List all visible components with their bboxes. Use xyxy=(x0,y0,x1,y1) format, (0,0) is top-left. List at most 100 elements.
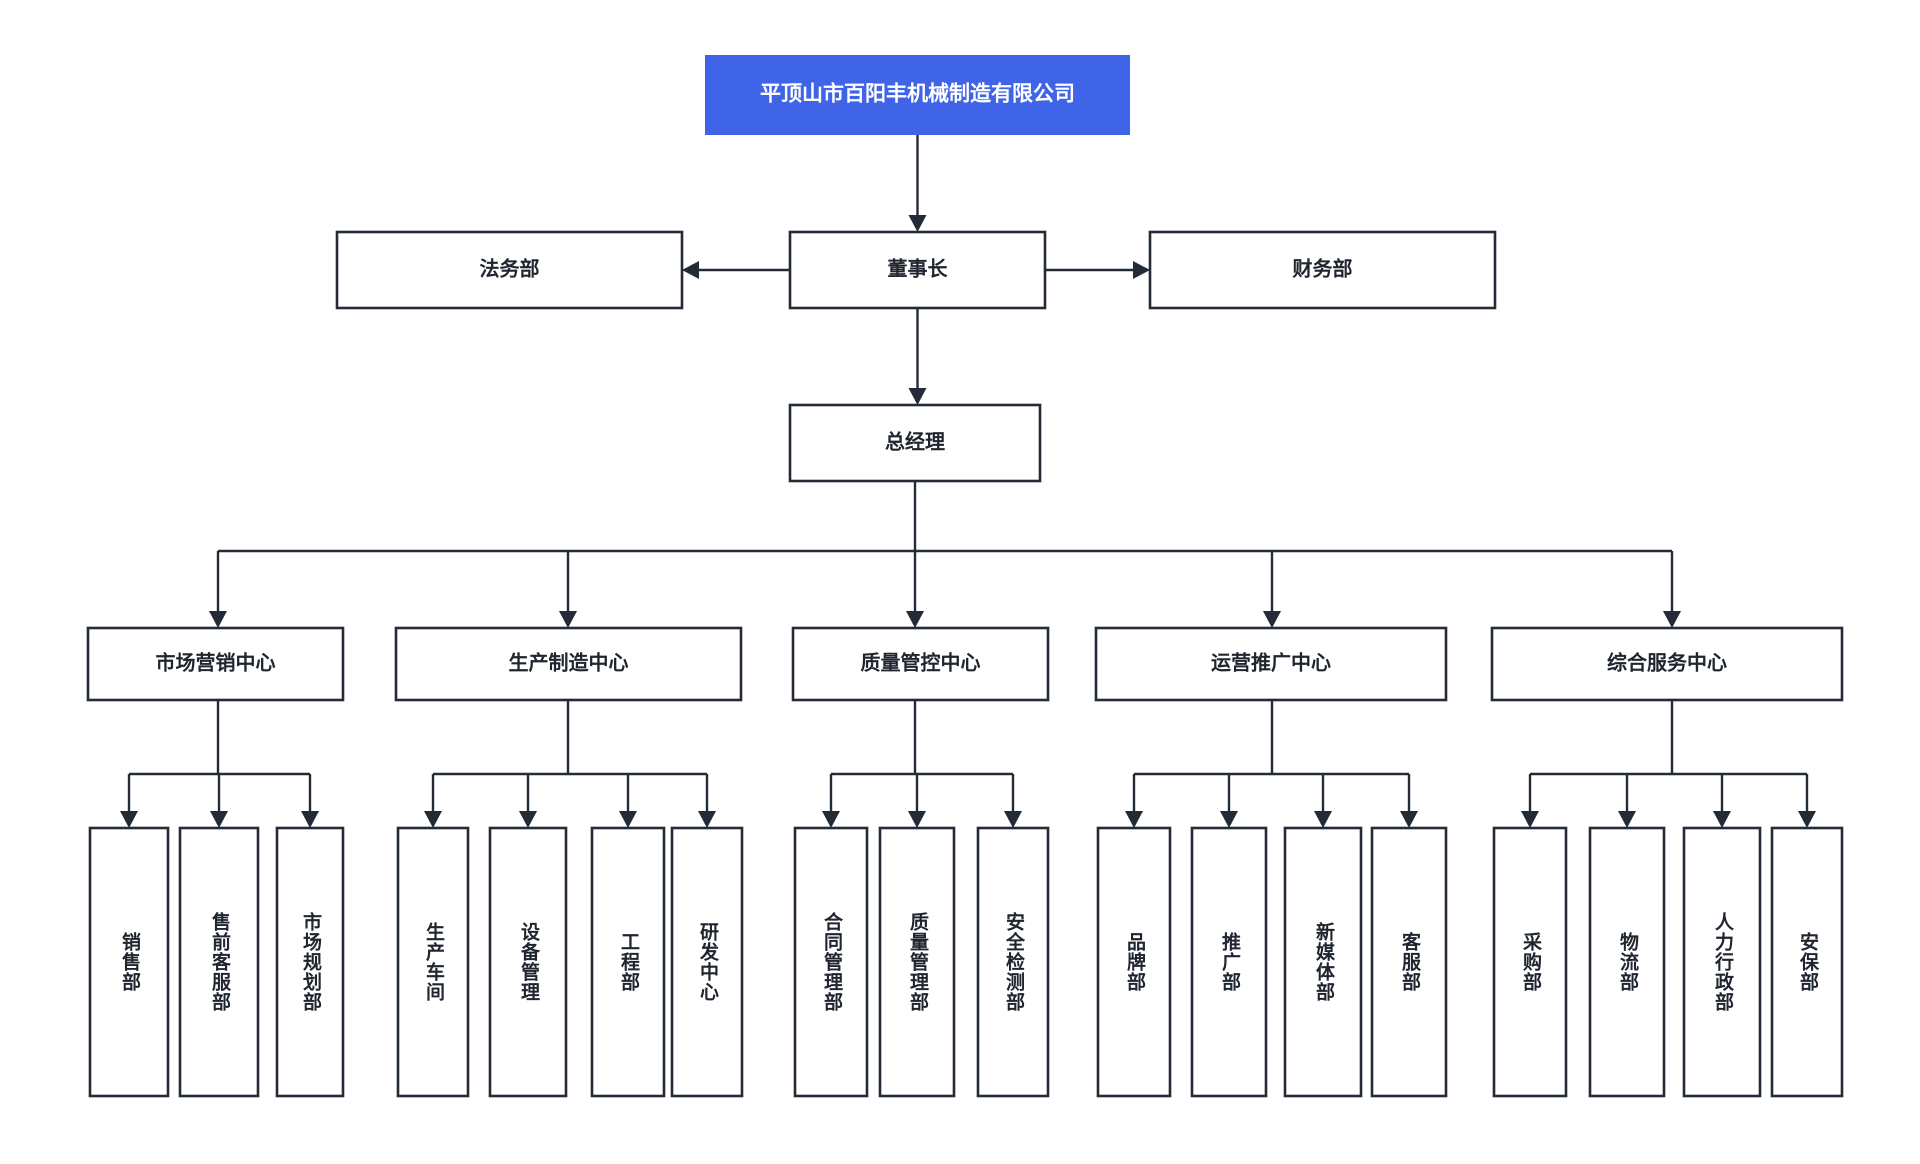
arrowhead-subbus-to-leaf-3-3 xyxy=(1400,811,1418,828)
arrowhead-subbus-to-leaf-4-3 xyxy=(1798,811,1816,828)
node-department-4-1-label: 物流部 xyxy=(1617,931,1639,992)
node-department-2-0-label: 合同管理部 xyxy=(821,911,843,1012)
node-center-0-label: 市场营销中心 xyxy=(156,650,276,674)
node-center-1-label: 生产制造中心 xyxy=(509,650,629,674)
node-department-1-1-rect[interactable] xyxy=(488,826,568,1098)
node-department-0-1-rect[interactable] xyxy=(178,826,260,1098)
node-department-1-0[interactable]: 生产车间 xyxy=(396,826,470,1098)
arrowhead-subbus-to-leaf-1-2 xyxy=(619,811,637,828)
node-department-1-2-label: 工程部 xyxy=(618,932,640,992)
node-department-0-0[interactable]: 销售部 xyxy=(88,826,170,1098)
node-chairman-label: 董事长 xyxy=(888,256,949,280)
arrowhead-subbus-to-leaf-2-0 xyxy=(822,811,840,828)
node-department-2-0-rect[interactable] xyxy=(793,826,869,1098)
arrowhead-subbus-to-leaf-4-1 xyxy=(1618,811,1636,828)
node-department-3-3[interactable]: 客服部 xyxy=(1370,826,1448,1098)
node-department-4-1-rect[interactable] xyxy=(1588,826,1666,1098)
arrowhead-subbus-to-leaf-4-2 xyxy=(1713,811,1731,828)
node-finance-department-label: 财务部 xyxy=(1293,256,1353,280)
node-department-2-2-rect[interactable] xyxy=(976,826,1050,1098)
node-department-3-3-rect[interactable] xyxy=(1370,826,1448,1098)
arrowhead-subbus-to-leaf-0-0 xyxy=(120,811,138,828)
node-department-0-1-label: 售前客服部 xyxy=(209,911,232,1012)
node-department-2-1-rect[interactable] xyxy=(878,826,956,1098)
node-department-4-2[interactable]: 人力行政部 xyxy=(1682,826,1762,1098)
node-department-4-0-rect[interactable] xyxy=(1492,826,1568,1098)
node-department-0-0-rect[interactable] xyxy=(88,826,170,1098)
node-general-manager-label: 总经理 xyxy=(885,429,945,453)
node-department-0-0-label: 销售部 xyxy=(119,931,142,992)
node-center-0[interactable]: 市场营销中心 xyxy=(86,626,345,702)
arrowhead-subbus-to-leaf-0-1 xyxy=(210,811,228,828)
node-root-company-rect[interactable] xyxy=(705,55,1130,135)
arrowhead-chairman-to-gm xyxy=(908,388,927,405)
arrowhead-subbus-to-leaf-2-1 xyxy=(908,811,926,828)
node-general-manager[interactable]: 总经理 xyxy=(788,403,1042,483)
node-department-4-0-label: 采购部 xyxy=(1520,932,1542,992)
arrowhead-subbus-to-leaf-0-2 xyxy=(301,811,319,828)
node-center-1-rect[interactable] xyxy=(394,626,743,702)
node-finance-department-rect[interactable] xyxy=(1148,230,1497,310)
node-department-3-2-label: 新媒体部 xyxy=(1313,921,1335,1002)
node-department-4-2-rect[interactable] xyxy=(1682,826,1762,1098)
node-department-0-2-rect[interactable] xyxy=(275,826,345,1098)
node-department-2-2-label: 安全检测部 xyxy=(1003,911,1026,1012)
node-department-4-3-label: 安保部 xyxy=(1797,931,1820,992)
node-department-4-1[interactable]: 物流部 xyxy=(1588,826,1666,1098)
node-department-0-2-label: 市场规划部 xyxy=(300,911,322,1012)
node-department-3-2-rect[interactable] xyxy=(1283,826,1363,1098)
node-department-2-1[interactable]: 质量管理部 xyxy=(878,826,956,1098)
node-department-1-3[interactable]: 研发中心 xyxy=(670,826,744,1098)
node-department-1-0-label: 生产车间 xyxy=(423,921,445,1002)
node-legal-department-rect[interactable] xyxy=(335,230,684,310)
node-department-2-1-label: 质量管理部 xyxy=(907,912,929,1012)
node-department-1-2-rect[interactable] xyxy=(590,826,666,1098)
node-department-2-2[interactable]: 安全检测部 xyxy=(976,826,1050,1098)
node-center-2-label: 质量管控中心 xyxy=(861,650,981,674)
arrowhead-bus-to-center-1 xyxy=(559,611,577,628)
node-finance-department[interactable]: 财务部 xyxy=(1148,230,1497,310)
node-center-1[interactable]: 生产制造中心 xyxy=(394,626,743,702)
node-department-4-3[interactable]: 安保部 xyxy=(1770,826,1844,1098)
node-department-4-3-rect[interactable] xyxy=(1770,826,1844,1098)
node-center-4-rect[interactable] xyxy=(1490,626,1844,702)
node-department-1-0-rect[interactable] xyxy=(396,826,470,1098)
arrowhead-subbus-to-leaf-3-2 xyxy=(1314,811,1332,828)
node-department-1-3-label: 研发中心 xyxy=(697,922,720,1002)
arrowhead-subbus-to-leaf-1-1 xyxy=(519,811,537,828)
node-department-3-2[interactable]: 新媒体部 xyxy=(1283,826,1363,1098)
node-department-3-1[interactable]: 推广部 xyxy=(1190,826,1268,1098)
node-department-1-2[interactable]: 工程部 xyxy=(590,826,666,1098)
node-center-4[interactable]: 综合服务中心 xyxy=(1490,626,1844,702)
arrowhead-root-to-chairman xyxy=(908,215,927,232)
node-center-2[interactable]: 质量管控中心 xyxy=(791,626,1050,702)
node-chairman[interactable]: 董事长 xyxy=(788,230,1047,310)
node-center-2-rect[interactable] xyxy=(791,626,1050,702)
node-department-3-0-rect[interactable] xyxy=(1096,826,1172,1098)
node-center-3-rect[interactable] xyxy=(1094,626,1448,702)
node-department-1-3-rect[interactable] xyxy=(670,826,744,1098)
arrowhead-subbus-to-leaf-1-3 xyxy=(698,811,716,828)
node-chairman-rect[interactable] xyxy=(788,230,1047,310)
node-department-3-1-rect[interactable] xyxy=(1190,826,1268,1098)
node-department-3-0[interactable]: 品牌部 xyxy=(1096,826,1172,1098)
arrowhead-subbus-to-leaf-3-0 xyxy=(1125,811,1143,828)
node-department-0-1[interactable]: 售前客服部 xyxy=(178,826,260,1098)
node-department-4-0[interactable]: 采购部 xyxy=(1492,826,1568,1098)
node-department-1-1-label: 设备管理 xyxy=(518,922,541,1002)
node-department-2-0[interactable]: 合同管理部 xyxy=(793,826,869,1098)
arrowhead-bus-to-center-2 xyxy=(906,611,924,628)
node-department-3-0-label: 品牌部 xyxy=(1124,932,1146,992)
node-general-manager-rect[interactable] xyxy=(788,403,1042,483)
node-center-0-rect[interactable] xyxy=(86,626,345,702)
node-legal-department[interactable]: 法务部 xyxy=(335,230,684,310)
node-center-4-label: 综合服务中心 xyxy=(1607,650,1727,674)
node-center-3-label: 运营推广中心 xyxy=(1211,650,1331,674)
node-department-0-2[interactable]: 市场规划部 xyxy=(275,826,345,1098)
node-center-3[interactable]: 运营推广中心 xyxy=(1094,626,1448,702)
node-root-company[interactable]: 平顶山市百阳丰机械制造有限公司 xyxy=(705,55,1130,135)
node-department-1-1[interactable]: 设备管理 xyxy=(488,826,568,1098)
